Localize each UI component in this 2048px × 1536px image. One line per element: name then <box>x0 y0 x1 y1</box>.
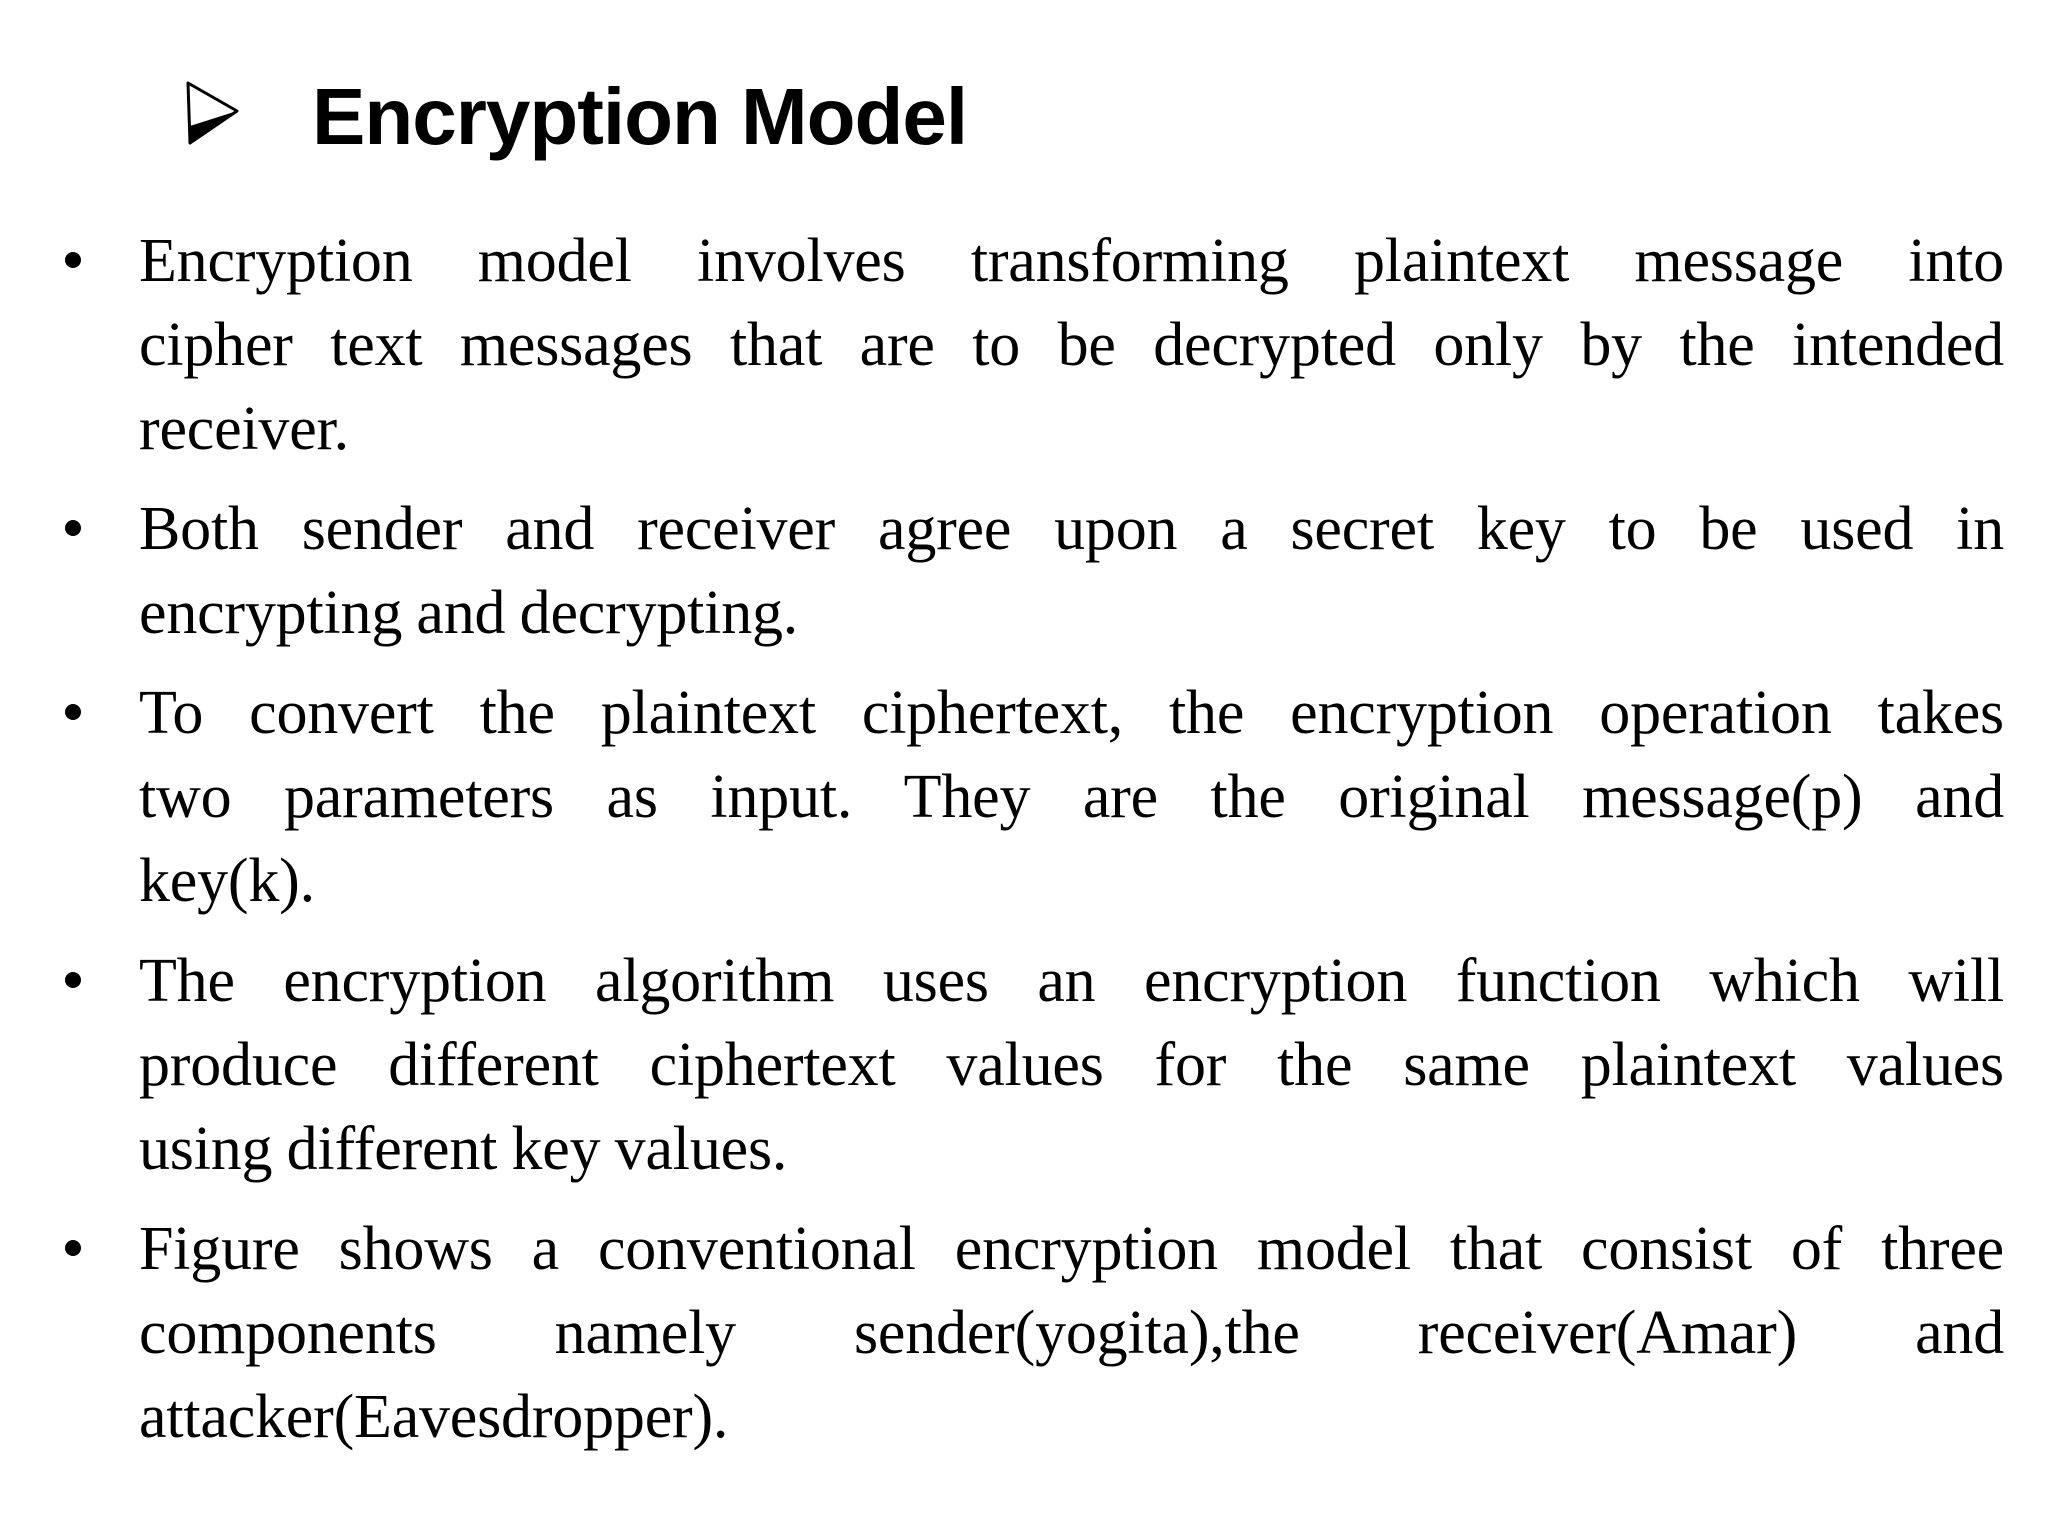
bullet-item: Encryption model involves transforming p… <box>61 219 2004 471</box>
page-title: Encryption Model <box>312 72 968 161</box>
bullet-dot-icon <box>65 252 81 268</box>
bullet-line: To convert the plaintext ciphertext, the… <box>139 679 2004 747</box>
bullet-line: two parameters as input. They are the or… <box>139 763 2004 831</box>
bullet-line: Encryption model involves transforming p… <box>139 227 2004 295</box>
title-row: Encryption Model <box>184 69 968 165</box>
bullet-list: Encryption model involves transforming p… <box>61 219 2004 1475</box>
bullet-line: key(k). <box>139 847 315 915</box>
bullet-dot-icon <box>65 704 81 720</box>
bullet-line: using different key values. <box>139 1115 788 1183</box>
bullet-item: To convert the plaintext ciphertext, the… <box>61 671 2004 923</box>
bullet-line: components namely sender(yogita),the rec… <box>139 1299 2004 1367</box>
bullet-line: encrypting and decrypting. <box>139 579 799 647</box>
bullet-line: The encryption algorithm uses an encrypt… <box>139 947 2004 1015</box>
bullet-dot-icon <box>65 520 81 536</box>
bullet-line: Both sender and receiver agree upon a se… <box>139 495 2004 563</box>
bullet-dot-icon <box>65 972 81 988</box>
bullet-line: receiver. <box>139 395 349 463</box>
bullet-line: attacker(Eavesdropper). <box>139 1383 729 1451</box>
bullet-line: Figure shows a conventional encryption m… <box>139 1215 2004 1283</box>
bullet-item: Both sender and receiver agree upon a se… <box>61 487 2004 655</box>
bullet-dot-icon <box>65 1240 81 1256</box>
bullet-item: The encryption algorithm uses an encrypt… <box>61 939 2004 1191</box>
arrowhead-bullet-icon <box>184 81 240 150</box>
bullet-item: Figure shows a conventional encryption m… <box>61 1207 2004 1459</box>
bullet-line: produce different ciphertext values for … <box>139 1031 2004 1099</box>
bullet-line: cipher text messages that are to be decr… <box>139 311 2004 379</box>
